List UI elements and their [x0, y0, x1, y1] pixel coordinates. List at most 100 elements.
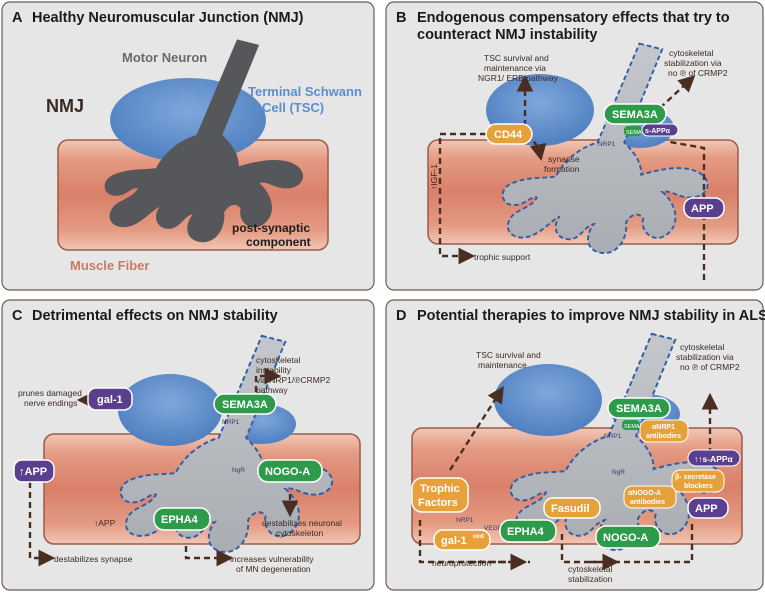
- arrow-tsc-survival: [448, 385, 504, 471]
- svg-text:antibodies: antibodies: [630, 499, 665, 506]
- d-cyto-line3: no ℗ of CRMP2: [680, 362, 740, 372]
- d-neuroprotection: neuroprotection: [432, 558, 491, 568]
- beta-secretase-pill: β- secretase blockers: [671, 469, 725, 493]
- d-vegfr2-label: VEGFR2: [484, 525, 510, 532]
- c-app-small: ↑APP: [94, 518, 116, 528]
- tsc-label-line2: Cell (TSC): [262, 100, 324, 115]
- d-tsc-line2: maintenance: [478, 360, 527, 370]
- c-vulnerability-line2: of MN degeneration: [236, 564, 311, 574]
- sapp-pill: ↑↑s-APPα: [687, 449, 741, 467]
- c-prunes-line2: nerve endings: [24, 398, 77, 408]
- d-cstab-line2: stabilization: [568, 574, 613, 584]
- c-destab-synapse: destabilizes synapse: [54, 554, 133, 564]
- sapp-pill: s-APPα: [641, 123, 679, 137]
- epha4-pill: EPHA4: [153, 507, 211, 531]
- panel-b: B Endogenous compensatory effects that t…: [385, 1, 764, 291]
- c-destab-neuronal-line2: cytoskeleton: [276, 528, 324, 538]
- svg-text:SEMA: SEMA: [624, 424, 640, 430]
- svg-text:SEMA3A: SEMA3A: [612, 109, 658, 121]
- panel-a-title: Healthy Neuromuscular Junction (NMJ): [32, 10, 304, 26]
- nogoa-pill: NOGO-A: [257, 459, 323, 483]
- svg-text:SEMA: SEMA: [626, 130, 642, 136]
- post-synaptic-line1: post-synaptic: [232, 221, 310, 235]
- panel-b-letter: B: [396, 10, 406, 26]
- svg-text:EPHA4: EPHA4: [507, 526, 545, 538]
- b-tsc-text-line3: NGR1/ ERB pathway: [478, 73, 559, 83]
- post-synaptic-line2: component: [246, 235, 311, 249]
- b-cyto-text-line2: stabilization via: [664, 58, 722, 68]
- sema3a-pill: SEMA3A: [603, 103, 667, 125]
- d-cyto-line1: cytoskeletal: [680, 342, 725, 352]
- sema3a-pill: SEMA3A: [607, 397, 671, 419]
- c-cyto-line3: via NRP1/℗CRMP2: [256, 375, 331, 385]
- panel-b-title-line1: Endogenous compensatory effects that try…: [417, 10, 730, 26]
- svg-text:EPHA4: EPHA4: [161, 514, 199, 526]
- fasudil-pill: Fasudil: [543, 497, 601, 519]
- arrow-cyto-stabilization-bottom: [560, 520, 694, 564]
- svg-text:Factors: Factors: [418, 497, 458, 509]
- svg-text:oxd: oxd: [473, 534, 484, 540]
- svg-text:antibodies: antibodies: [646, 433, 681, 440]
- c-destab-neuronal-line1: destabilizes neuronal: [262, 518, 342, 528]
- arrow-cyto-stabilization: [659, 75, 696, 109]
- d-ngr-label: NgR: [612, 469, 625, 476]
- svg-text:αNOGO-A: αNOGO-A: [628, 490, 661, 497]
- c-prunes-line1: prunes damaged: [18, 388, 82, 398]
- arrow-destab-synapse: [28, 482, 56, 567]
- d-nrp1-label: NRP1: [604, 433, 622, 440]
- motor-neuron-label: Motor Neuron: [122, 50, 207, 65]
- svg-text:s-APPα: s-APPα: [645, 128, 671, 135]
- terminal-schwann-cell: [118, 374, 222, 446]
- svg-text:NOGO-A: NOGO-A: [603, 532, 648, 544]
- panel-d-letter: D: [396, 308, 406, 324]
- b-cyto-text-line1: cytoskeletal: [669, 48, 714, 58]
- panel-c-letter: C: [12, 308, 23, 324]
- panel-a: A Healthy Neuromuscular Junction (NMJ) M…: [1, 1, 375, 291]
- svg-text:↑APP: ↑APP: [19, 466, 47, 478]
- gal1-pill: gal-1: [87, 387, 133, 411]
- terminal-schwann-cell: [494, 364, 602, 436]
- sema-small-pill: SEMA: [622, 420, 640, 430]
- app-up-pill: ↑APP: [13, 459, 55, 483]
- svg-text:NOGO-A: NOGO-A: [265, 466, 310, 478]
- sema3a-pill: SEMA3A: [213, 393, 277, 415]
- svg-text:CD44: CD44: [494, 129, 523, 141]
- svg-text:Fasudil: Fasudil: [551, 503, 590, 515]
- panel-a-letter: A: [12, 10, 23, 26]
- svg-text:blockers: blockers: [684, 483, 713, 490]
- svg-text:SEMA3A: SEMA3A: [616, 403, 662, 415]
- svg-text:SEMA3A: SEMA3A: [222, 399, 268, 411]
- cd44-pill: CD44: [485, 123, 533, 145]
- b-igf-label: ↑IGF-1: [429, 164, 439, 190]
- c-vulnerability-line1: increases vulnerability: [230, 554, 314, 564]
- svg-text:Trophic: Trophic: [420, 483, 460, 495]
- svg-text:APP: APP: [695, 503, 718, 515]
- nogoa-pill: NOGO-A: [595, 525, 661, 549]
- app-pill: APP: [687, 497, 729, 519]
- panel-d-title: Potential therapies to improve NMJ stabi…: [417, 308, 765, 324]
- epha4-pill: EPHA4: [499, 519, 557, 543]
- panel-c: C Detrimental effects on NMJ stability c…: [1, 299, 375, 591]
- d-nrp1-b-label: NRP1: [456, 517, 474, 524]
- c-ngr-label: NgR: [232, 467, 245, 474]
- svg-text:β- secretase: β- secretase: [675, 474, 716, 481]
- panel-b-title-line2: counteract NMJ instability: [417, 27, 597, 43]
- muscle-fiber-label: Muscle Fiber: [70, 258, 149, 273]
- svg-text:gal-1: gal-1: [441, 535, 467, 547]
- d-tsc-line1: TSC survival and: [476, 350, 541, 360]
- arrow-trophic-support: [438, 132, 506, 265]
- arrow-vulnerability: [184, 546, 234, 567]
- sema-small-pill: SEMA: [624, 126, 642, 136]
- b-cyto-text-line3: no ℗ of CRMP2: [668, 68, 728, 78]
- b-tsc-text-line1: TSC survival and: [484, 53, 549, 63]
- c-cyto-line4: pathway: [256, 385, 288, 395]
- d-cstab-line1: cytoskeletal: [568, 564, 613, 574]
- svg-text:gal-1: gal-1: [97, 394, 123, 406]
- svg-text:αNRP1: αNRP1: [652, 424, 675, 431]
- b-tsc-text-line2: maintenance via: [484, 63, 546, 73]
- gal1-oxd-pill: gal-1 oxd: [433, 529, 491, 551]
- arrow-cyto-instability: [254, 367, 282, 392]
- svg-text:APP: APP: [691, 203, 714, 215]
- svg-text:↑↑s-APPα: ↑↑s-APPα: [694, 454, 734, 464]
